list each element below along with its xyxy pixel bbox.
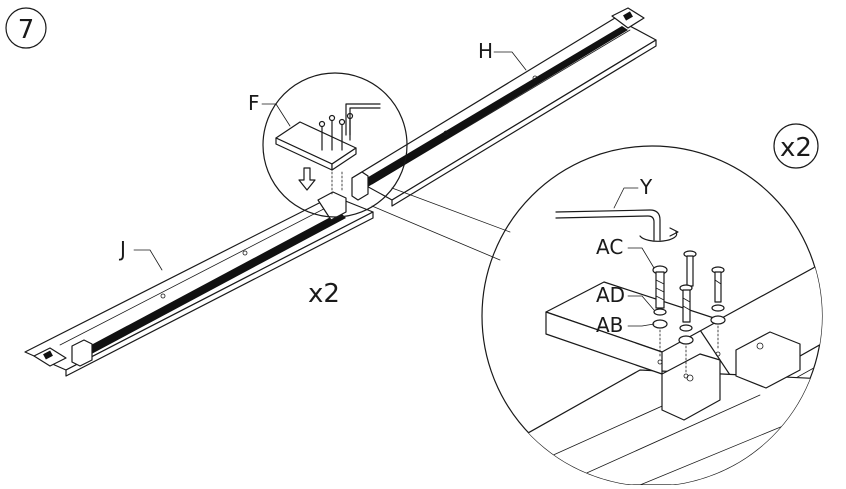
detail-connector xyxy=(371,205,501,261)
rail-j xyxy=(24,191,374,377)
rail-j-hole xyxy=(160,293,166,299)
rail-j-front-face xyxy=(65,211,374,377)
hex-key-icon xyxy=(345,103,381,136)
detail-circle-large xyxy=(481,145,823,487)
label-j: J xyxy=(118,237,163,271)
label-ad: AD xyxy=(596,283,655,311)
rail-j-groove xyxy=(78,212,346,358)
detail-end-block-left xyxy=(661,353,721,421)
rail-h-bracket-slot xyxy=(623,11,633,21)
small-detail-outline xyxy=(262,72,408,218)
rotate-arrow-icon xyxy=(639,231,678,242)
rail-h-hole xyxy=(443,130,449,136)
label-ac-leader xyxy=(627,247,655,269)
label-y-leader xyxy=(613,187,639,209)
detail-bolts xyxy=(652,250,726,379)
label-h: H xyxy=(478,39,527,71)
label-ab-text: AB xyxy=(596,313,623,337)
quantity-detail: x2 xyxy=(780,133,812,163)
rotate-arrow-head xyxy=(669,227,679,237)
quantity-detail-circle xyxy=(773,123,819,169)
hex-key-icon-shadow xyxy=(349,107,381,136)
rail-h-end-block xyxy=(351,171,369,201)
quantity-assembly: x2 xyxy=(308,279,340,309)
bolt-ac xyxy=(652,265,668,365)
label-ad-text: AD xyxy=(596,283,625,307)
label-j-leader xyxy=(133,249,163,271)
down-arrow-icon xyxy=(298,167,316,191)
label-f-text: F xyxy=(248,91,260,115)
rail-h-front-face xyxy=(391,39,657,207)
quantity-detail-badge: x2 xyxy=(773,123,819,169)
bolt xyxy=(678,284,694,379)
rail-h xyxy=(351,7,657,207)
step-number: 7 xyxy=(18,15,35,45)
label-ad-leader xyxy=(627,295,655,311)
label-ab-leader xyxy=(627,323,655,327)
bracket-f-side xyxy=(331,147,357,171)
label-f-leader xyxy=(261,103,291,127)
label-j-text: J xyxy=(118,237,126,261)
detail-end-block-right xyxy=(735,331,801,389)
rail-j-ledge xyxy=(59,197,346,346)
step-circle xyxy=(5,7,47,49)
bolt xyxy=(710,266,726,357)
label-h-leader xyxy=(493,51,527,71)
hex-key-icon xyxy=(555,209,661,241)
rail-j-bracket-slot xyxy=(43,350,53,360)
bolt xyxy=(683,250,697,301)
rail-j-hole xyxy=(242,250,248,256)
rail-h-hole xyxy=(532,75,538,81)
hex-key-icon-shadow xyxy=(555,215,655,241)
label-f: F xyxy=(248,91,291,127)
label-h-text: H xyxy=(478,39,493,63)
detail-circle-small xyxy=(262,72,408,218)
label-y: Y xyxy=(613,175,653,209)
step-badge: 7 xyxy=(5,7,47,49)
detail-connector xyxy=(391,187,511,233)
label-ab: AB xyxy=(596,313,655,337)
rail-h-groove xyxy=(360,26,628,188)
label-ac-text: AC xyxy=(596,235,623,259)
rail-j-far-block xyxy=(71,339,93,367)
label-ac: AC xyxy=(596,235,655,269)
label-y-text: Y xyxy=(639,175,653,199)
